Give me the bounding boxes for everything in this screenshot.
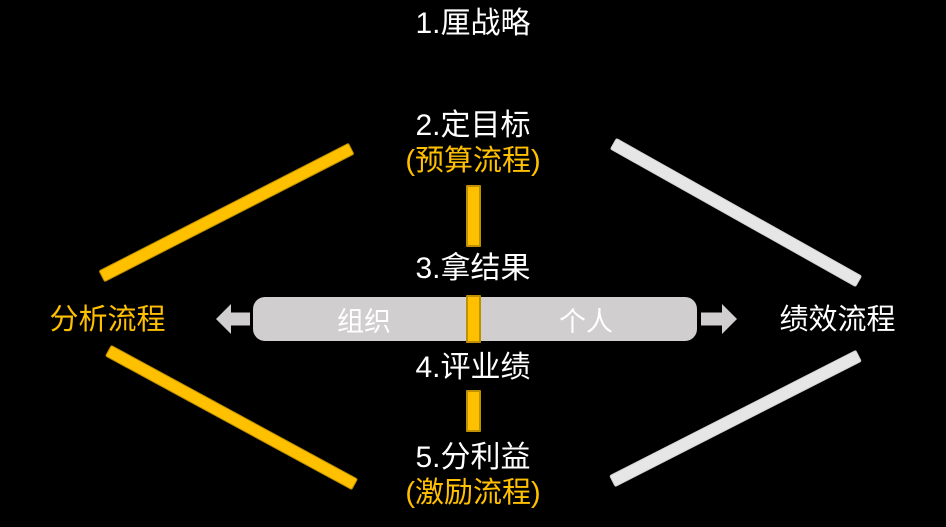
connector-step3-step4 [466, 295, 481, 343]
org-segment-label: 组织 [337, 306, 391, 337]
performance-process-label: 绩效流程 [779, 304, 896, 336]
right-arrow-icon [701, 304, 737, 334]
analysis-process-label: 分析流程 [49, 304, 166, 336]
connector-step4-step5 [466, 390, 481, 432]
step-3-label: 3.拿结果 [415, 252, 531, 285]
connector-step2-step3 [466, 185, 481, 247]
step-1-label: 1.厘战略 [415, 7, 531, 40]
step-4-label: 4.评业绩 [415, 351, 531, 384]
analysis-process-line-upper [98, 142, 355, 283]
step-5-label: 5.分利益 [415, 441, 531, 474]
left-arrow-icon [216, 304, 250, 334]
performance-process-line-lower [609, 349, 862, 488]
analysis-process-line-lower [104, 344, 359, 491]
step-5-sublabel-incentive-process: (激励流程) [405, 477, 541, 509]
individual-segment-label: 个人 [559, 306, 613, 337]
step-2-sublabel-budget-process: (预算流程) [405, 145, 541, 177]
step-2-label: 2.定目标 [415, 109, 531, 142]
performance-process-line-upper [609, 137, 863, 288]
